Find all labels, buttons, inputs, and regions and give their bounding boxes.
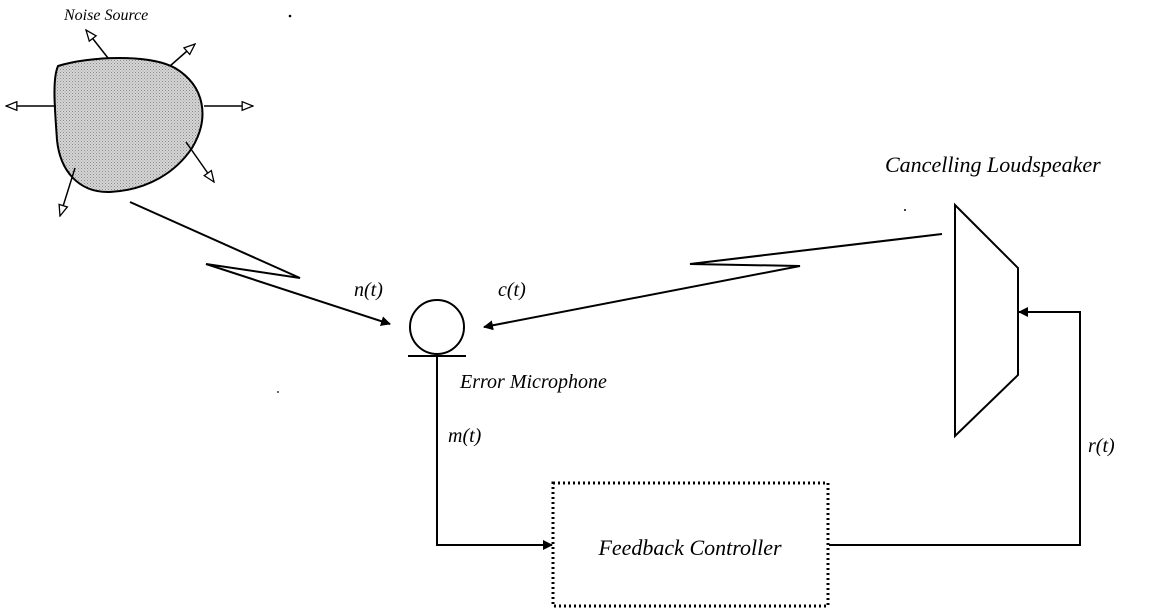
cancelling-loudspeaker: Cancelling Loudspeaker: [885, 152, 1101, 439]
error-microphone: Error Microphone: [408, 299, 607, 393]
cancel-signal-label: c(t): [498, 279, 526, 301]
error-microphone-label: Error Microphone: [459, 371, 607, 393]
cancel-path-arrow: [483, 233, 943, 331]
feedback-controller-label: Feedback Controller: [597, 535, 782, 560]
noise-source-blob: [53, 57, 204, 194]
ref-signal-label: r(t): [1088, 435, 1115, 457]
feedback-controller: Feedback Controller: [551, 481, 830, 608]
noise-path-arrow: [129, 201, 391, 326]
controller-to-loudspeaker-wire: [829, 307, 1081, 546]
noise-source-label: Noise Source: [63, 7, 148, 24]
cancelling-loudspeaker-label: Cancelling Loudspeaker: [885, 152, 1101, 177]
noise-signal-label: n(t): [354, 279, 383, 301]
mic-signal-label: m(t): [448, 425, 482, 447]
radiation-arrow-down-left: [60, 167, 76, 216]
speck-3: [277, 391, 279, 393]
loudspeaker-shape: [954, 202, 1019, 439]
speck-2: [904, 209, 906, 211]
mic-to-controller-wire: [436, 356, 553, 550]
radiation-arrow-up-right: [169, 44, 195, 67]
speck-1: [288, 14, 292, 18]
radiation-arrow-down-right: [185, 141, 214, 182]
noise-source: Noise Source: [6, 7, 253, 216]
radiation-arrow-up-left: [86, 30, 109, 59]
microphone-circle: [409, 299, 465, 355]
feedback-controller-box: [551, 481, 830, 608]
